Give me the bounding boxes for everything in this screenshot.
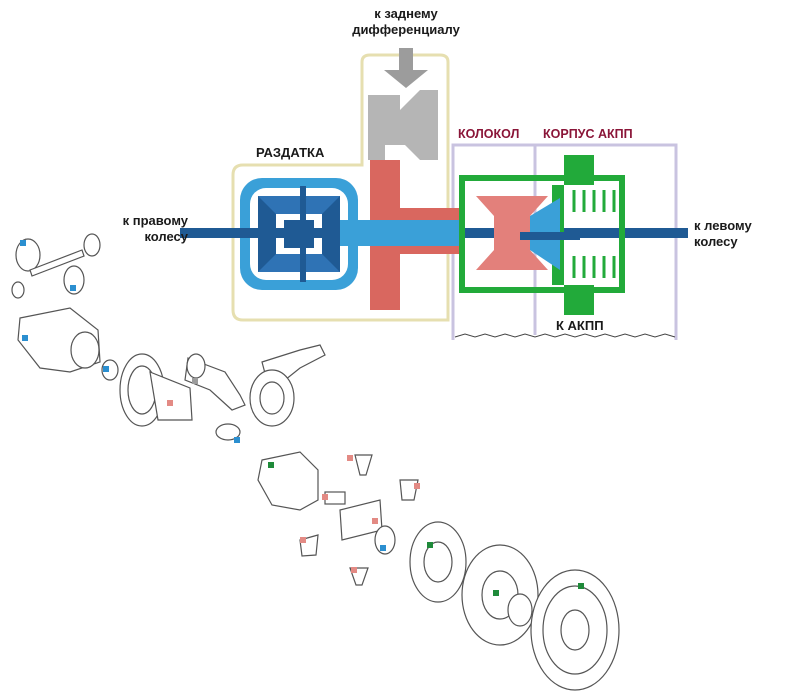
bell-housing-label: КОЛОКОЛ — [458, 127, 520, 141]
rear-output-arrow — [384, 48, 428, 88]
marker-red — [414, 483, 420, 489]
marker-gray — [192, 378, 198, 384]
marker-green — [427, 542, 433, 548]
transfer-case-outline — [231, 53, 450, 322]
marker-green — [578, 583, 584, 589]
marker-red — [322, 494, 328, 500]
marker-blue — [22, 335, 28, 341]
rear-output-gear — [368, 90, 438, 160]
rear-diff-label: к заднему дифференциалу — [352, 6, 460, 37]
marker-red — [300, 537, 306, 543]
marker-red — [167, 400, 173, 406]
akpp-case — [459, 175, 625, 293]
washer-part — [11, 281, 25, 299]
marker-red — [347, 455, 353, 461]
marker-blue — [70, 285, 76, 291]
marker-green — [268, 462, 274, 468]
spider-gear-part — [354, 454, 373, 476]
pin-part — [29, 249, 85, 277]
broken-line — [454, 333, 676, 338]
right-wheel-label: к правому колесу — [122, 213, 188, 244]
marker-green — [493, 590, 499, 596]
marker-blue — [380, 545, 386, 551]
small-gear-part — [63, 265, 85, 295]
marker-red — [351, 567, 357, 573]
diff-carrier-part — [257, 451, 319, 511]
transfer-case-label: РАЗДАТКА — [256, 145, 325, 160]
marker-blue — [20, 240, 26, 246]
marker-blue — [103, 366, 109, 372]
small-gear-part — [15, 238, 41, 272]
to-gearbox-label: К АКПП — [556, 318, 604, 333]
left-wheel-label: к левому колесу — [694, 218, 752, 249]
marker-blue — [234, 437, 240, 443]
spider-gear-part — [399, 479, 419, 501]
small-gear-part — [83, 233, 101, 257]
gearbox-case-label: КОРПУС АКПП — [543, 127, 633, 141]
marker-red — [372, 518, 378, 524]
diff-pinion-gear — [476, 196, 548, 270]
